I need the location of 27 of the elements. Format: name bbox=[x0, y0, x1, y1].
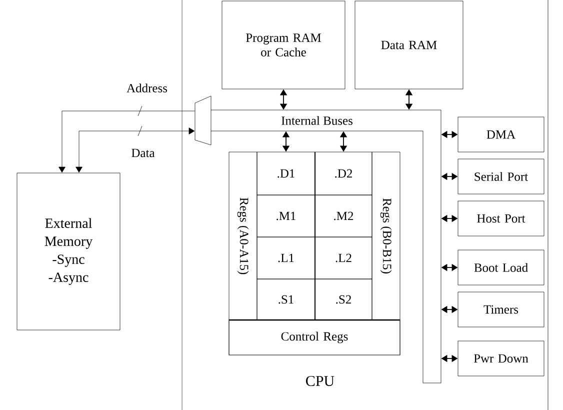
memory-box: Program RAM or Cache bbox=[222, 0, 346, 90]
register-column: Regs (B0-B15) bbox=[372, 152, 400, 320]
memory-box: Data RAM bbox=[354, 0, 464, 90]
unit-cell: .L1 bbox=[256, 236, 316, 280]
peripheral-box: Host Port bbox=[458, 200, 544, 236]
edge-label: Address bbox=[126, 82, 168, 94]
bus-band bbox=[422, 110, 442, 384]
multiplexer-trapezoid bbox=[194, 96, 212, 146]
register-box: Control Regs bbox=[228, 320, 400, 356]
peripheral-box: Timers bbox=[458, 292, 544, 328]
peripheral-box: Pwr Down bbox=[458, 340, 544, 376]
peripheral-box: Boot Load bbox=[458, 250, 544, 286]
memory-box: External Memory -Sync -Async bbox=[16, 172, 120, 330]
arrow bbox=[76, 128, 195, 173]
unit-cell: .D2 bbox=[314, 152, 372, 196]
peripheral-box: Serial Port bbox=[458, 158, 544, 194]
unit-cell: .D1 bbox=[256, 152, 316, 196]
arrow bbox=[58, 110, 195, 173]
unit-cell: .M2 bbox=[314, 194, 372, 238]
unit-cell: .L2 bbox=[314, 236, 372, 280]
unit-cell: .S1 bbox=[256, 278, 316, 320]
bus-band: Internal Buses bbox=[210, 110, 442, 132]
peripheral-box: DMA bbox=[458, 116, 544, 152]
edge-label: Data bbox=[130, 148, 156, 158]
unit-cell: .M1 bbox=[256, 194, 316, 238]
register-column: Regs (A0-A15) bbox=[228, 152, 258, 320]
unit-cell: .S2 bbox=[314, 278, 372, 320]
